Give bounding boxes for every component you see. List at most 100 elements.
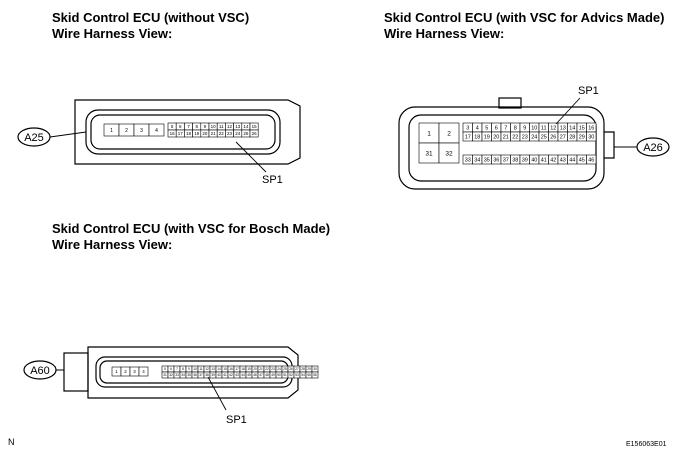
pin-cell: 11	[216, 122, 226, 131]
pin-cell: 23	[269, 365, 277, 373]
pin-cell: 15	[576, 122, 587, 133]
pin-cell: 20	[200, 129, 210, 138]
pin-number: 20	[493, 134, 499, 140]
pin-number: 45	[247, 373, 251, 377]
pin-number: 17	[465, 134, 471, 140]
callout-a26: A26	[614, 137, 670, 157]
pin-number: 5	[164, 367, 166, 371]
pin-cell: 52	[287, 371, 295, 379]
pin-number: 38	[512, 157, 518, 163]
pin-cell: 22	[263, 365, 271, 373]
pin-number: 29	[307, 367, 311, 371]
pin-number: 21	[211, 131, 217, 136]
pin-cell: 47	[257, 371, 265, 379]
pin-cell: 14	[215, 365, 223, 373]
pin-cell: 20	[491, 131, 502, 142]
connector-a26	[398, 97, 615, 190]
pin-number: 54	[301, 373, 305, 377]
pin-cell: 25	[281, 365, 289, 373]
pin-number: 4	[155, 128, 158, 134]
pin-cell: 40	[215, 371, 223, 379]
pin-number: 22	[219, 131, 225, 136]
pin-cell: 23	[225, 129, 234, 138]
pin-number: 25	[541, 134, 547, 140]
pin-cell: 24	[233, 129, 243, 138]
pin-cell: 5	[161, 365, 169, 373]
pin-cell: 31	[418, 142, 440, 164]
pin-number: 5	[485, 125, 488, 131]
pin-number: 6	[170, 367, 172, 371]
pin-cell: 50	[275, 371, 283, 379]
pin-number: 26	[550, 134, 556, 140]
pin-cell: 46	[251, 371, 259, 379]
pin-number: 21	[259, 367, 263, 371]
pin-number: 15	[252, 124, 258, 129]
pin-number: 40	[217, 373, 221, 377]
pin-cell: 13	[557, 122, 568, 133]
pin-cell: 12	[225, 122, 234, 131]
pin-cell: 7	[184, 122, 193, 131]
pin-cell: 43	[557, 154, 568, 165]
pin-cell: 2	[118, 123, 135, 137]
pin-number: 23	[227, 131, 233, 136]
pin-cell: 19	[192, 129, 202, 138]
pin-cell: 29	[305, 365, 313, 373]
pin-cell: 26	[249, 129, 259, 138]
pin-number: 17	[178, 131, 184, 136]
pin-number: 37	[199, 373, 203, 377]
pin-cell: 55	[305, 371, 313, 379]
pin-cell: 13	[209, 365, 217, 373]
pin-cell: 15	[221, 365, 229, 373]
pin-number: 20	[253, 367, 257, 371]
pin-cell: 10	[191, 365, 199, 373]
pin-cell: 28	[299, 365, 307, 373]
pin-number: 43	[235, 373, 239, 377]
pin-cell: 31	[161, 371, 169, 379]
leader-sp1-a26	[555, 97, 581, 125]
pin-number: 14	[243, 124, 249, 129]
pin-number: 13	[235, 124, 241, 129]
pin-number: 35	[484, 157, 490, 163]
pin-cell: 16	[227, 365, 235, 373]
pin-cell: 4	[472, 122, 483, 133]
leader-sp1-a25	[235, 141, 267, 173]
pin-cell: 36	[191, 371, 199, 379]
pin-cell: 5	[481, 122, 492, 133]
pin-cell: 18	[239, 365, 247, 373]
pin-cell: 49	[269, 371, 277, 379]
pin-cell: 39	[209, 371, 217, 379]
pin-number: 42	[550, 157, 556, 163]
pin-number: 20	[202, 131, 208, 136]
pin-number: 34	[181, 373, 185, 377]
pin-cell: 43	[233, 371, 241, 379]
pin-cell: 4	[148, 123, 165, 137]
pin-number: 13	[211, 367, 215, 371]
pin-cell: 28	[567, 131, 578, 142]
pin-cell: 5	[167, 122, 177, 131]
pin-number: 30	[588, 134, 594, 140]
pin-cell: 17	[462, 131, 473, 142]
pin-number: 10	[193, 367, 197, 371]
pin-number: 7	[187, 124, 190, 129]
pin-cell: 33	[462, 154, 473, 165]
pin-number: 3	[140, 128, 143, 134]
pin-number: 35	[187, 373, 191, 377]
pin-cell: 26	[287, 365, 295, 373]
pin-number: 48	[265, 373, 269, 377]
pin-cell: 18	[472, 131, 483, 142]
pin-number: 5	[171, 124, 174, 129]
pin-number: 12	[205, 367, 209, 371]
pin-cell: 34	[472, 154, 483, 165]
pin-cell: 14	[567, 122, 578, 133]
pin-number: 2	[125, 128, 128, 134]
pin-number: 1	[115, 369, 118, 374]
pin-cell: 10	[208, 122, 218, 131]
pin-cell: 6	[491, 122, 502, 133]
pin-cell: 20	[251, 365, 259, 373]
pin-cell: 25	[538, 131, 549, 142]
pin-cell: 39	[519, 154, 530, 165]
pin-number: 16	[170, 131, 176, 136]
pin-cell: 41	[221, 371, 229, 379]
